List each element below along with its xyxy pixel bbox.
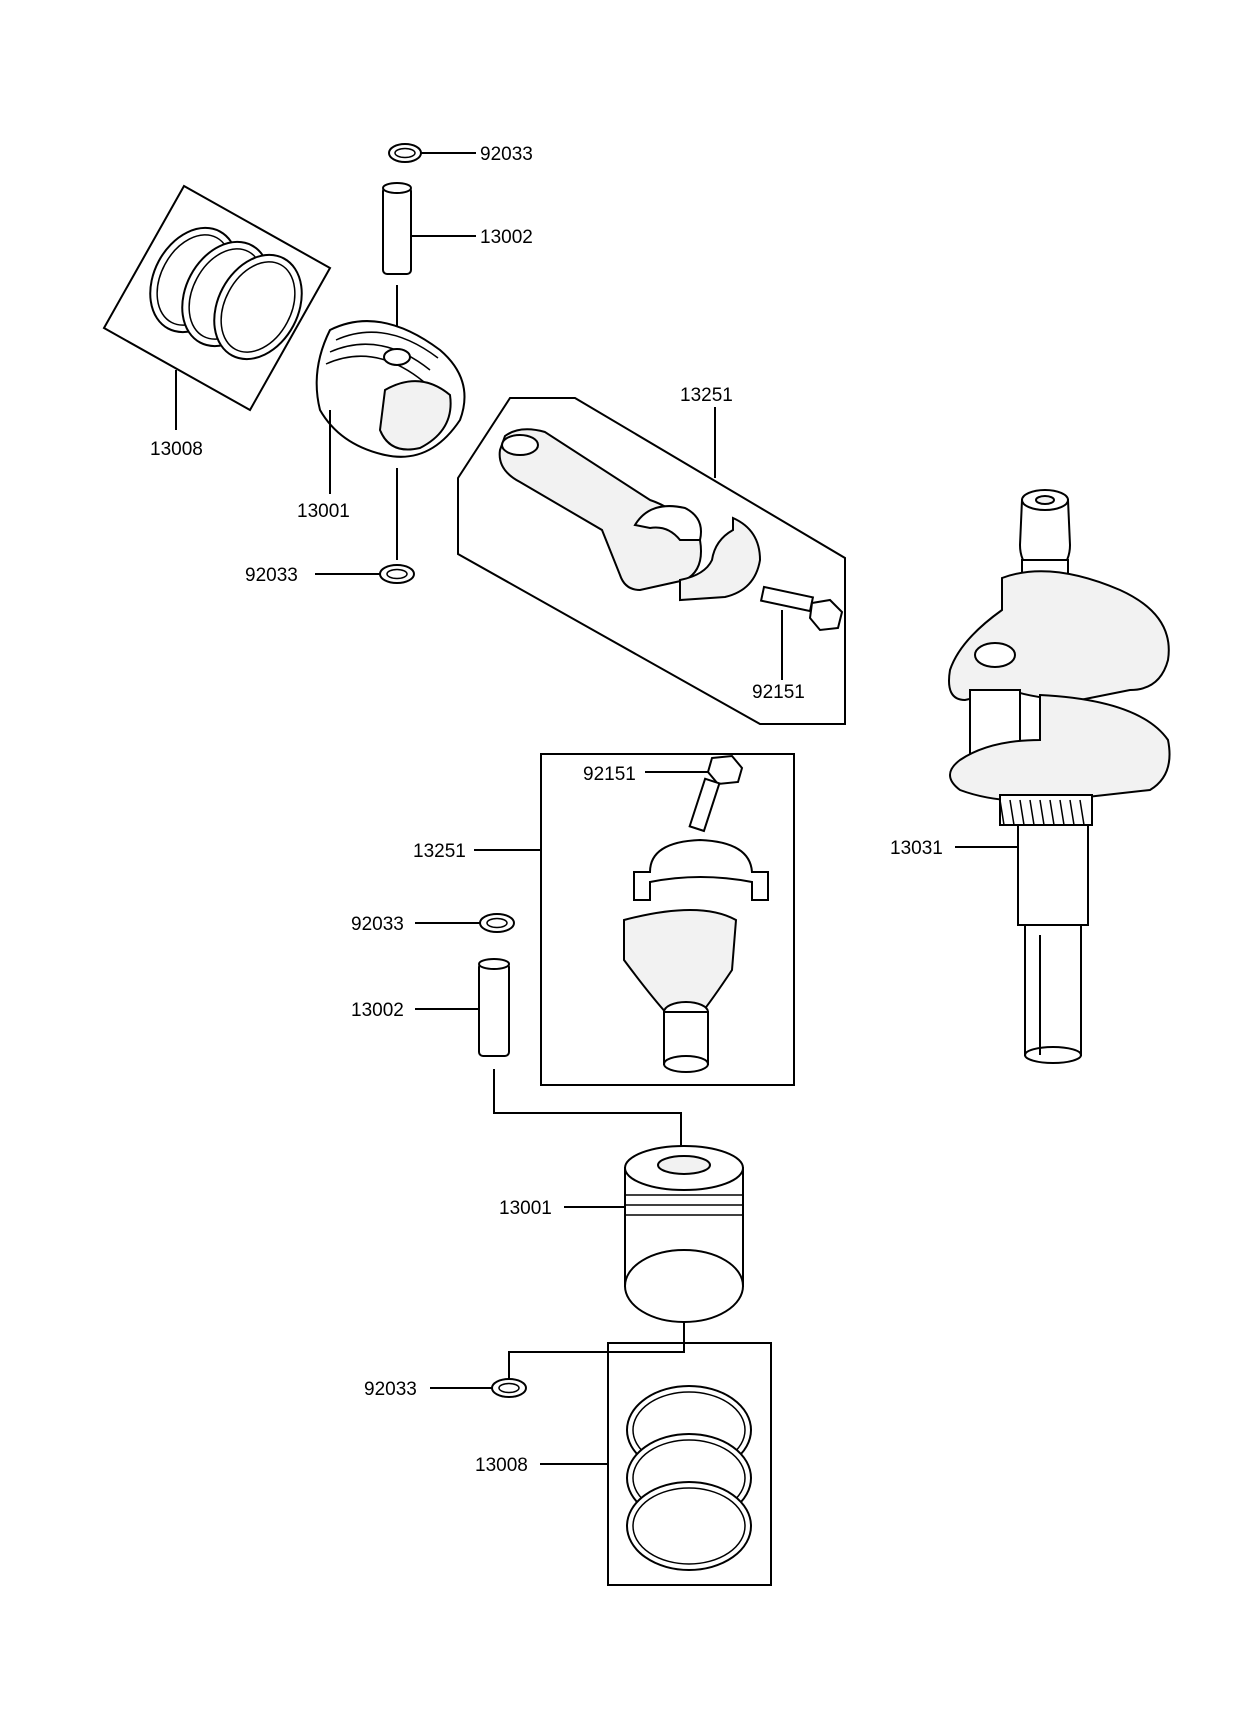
label-13002-lower: 13002: [351, 1000, 404, 1021]
piston-rings-upper: [102, 184, 332, 430]
label-13001-upper: 13001: [297, 501, 350, 522]
label-13031: 13031: [890, 838, 943, 859]
piston-pin-upper: [382, 182, 476, 338]
piston-lower: [508, 1145, 744, 1385]
label-13008-lower: 13008: [475, 1455, 528, 1476]
label-92033-lower: 92033: [364, 1379, 417, 1400]
snap-ring-middle: [415, 913, 515, 933]
label-13251-upper: 13251: [680, 385, 733, 406]
piston-upper: [315, 320, 466, 560]
label-13002-top: 13002: [480, 227, 533, 248]
piston-rings-lower: [540, 1342, 772, 1586]
label-13251-lower: 13251: [413, 841, 466, 862]
connecting-rod-upper: [457, 397, 846, 725]
crankshaft: [948, 489, 1171, 1064]
label-92151-lower: 92151: [583, 764, 636, 785]
snap-ring-upper-top: [388, 143, 476, 163]
label-92033-top: 92033: [480, 144, 533, 165]
label-92033-upper-left: 92033: [245, 565, 298, 586]
label-92033-middle: 92033: [351, 914, 404, 935]
snap-ring-lower: [430, 1378, 527, 1398]
snap-ring-upper-bottom: [315, 564, 415, 584]
label-13001-lower: 13001: [499, 1198, 552, 1219]
label-92151-upper: 92151: [752, 682, 805, 703]
label-13008-upper: 13008: [150, 439, 203, 460]
piston-pin-lower: [415, 958, 682, 1148]
bolt-lower: [688, 754, 744, 833]
bolt-upper: [759, 585, 844, 632]
connecting-rod-lower: [474, 753, 795, 1086]
